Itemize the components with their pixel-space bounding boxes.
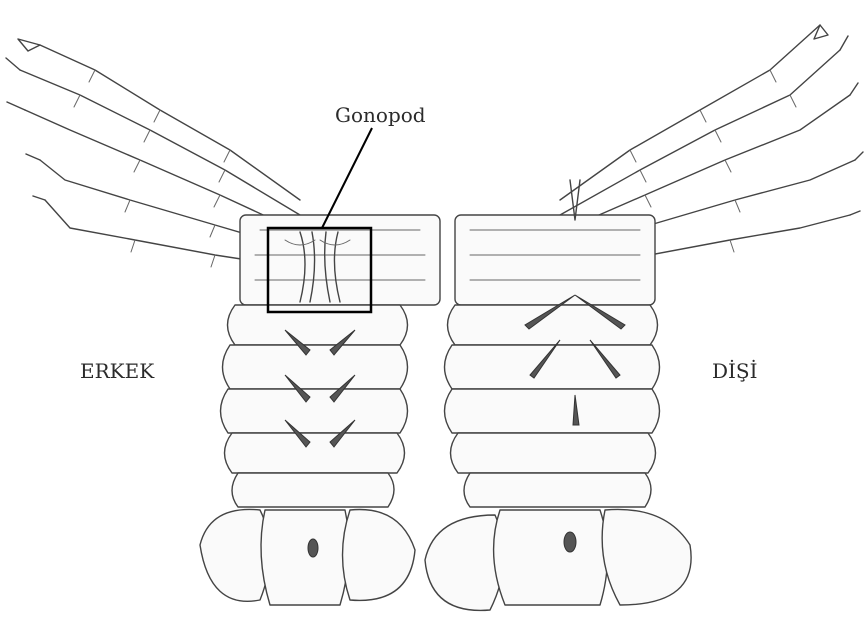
female-abdomen — [445, 295, 660, 507]
male-label: ERKEK — [80, 359, 155, 383]
female-tail-fan — [425, 509, 691, 610]
gonopod-label: Gonopod — [335, 103, 426, 127]
female-thorax — [455, 215, 655, 305]
male-abdomen — [221, 305, 408, 507]
female-label: DİŞİ — [712, 359, 758, 383]
male-tail-fan — [200, 509, 415, 605]
female-specimen — [425, 25, 863, 610]
gonopod-pointer-line — [322, 128, 372, 228]
